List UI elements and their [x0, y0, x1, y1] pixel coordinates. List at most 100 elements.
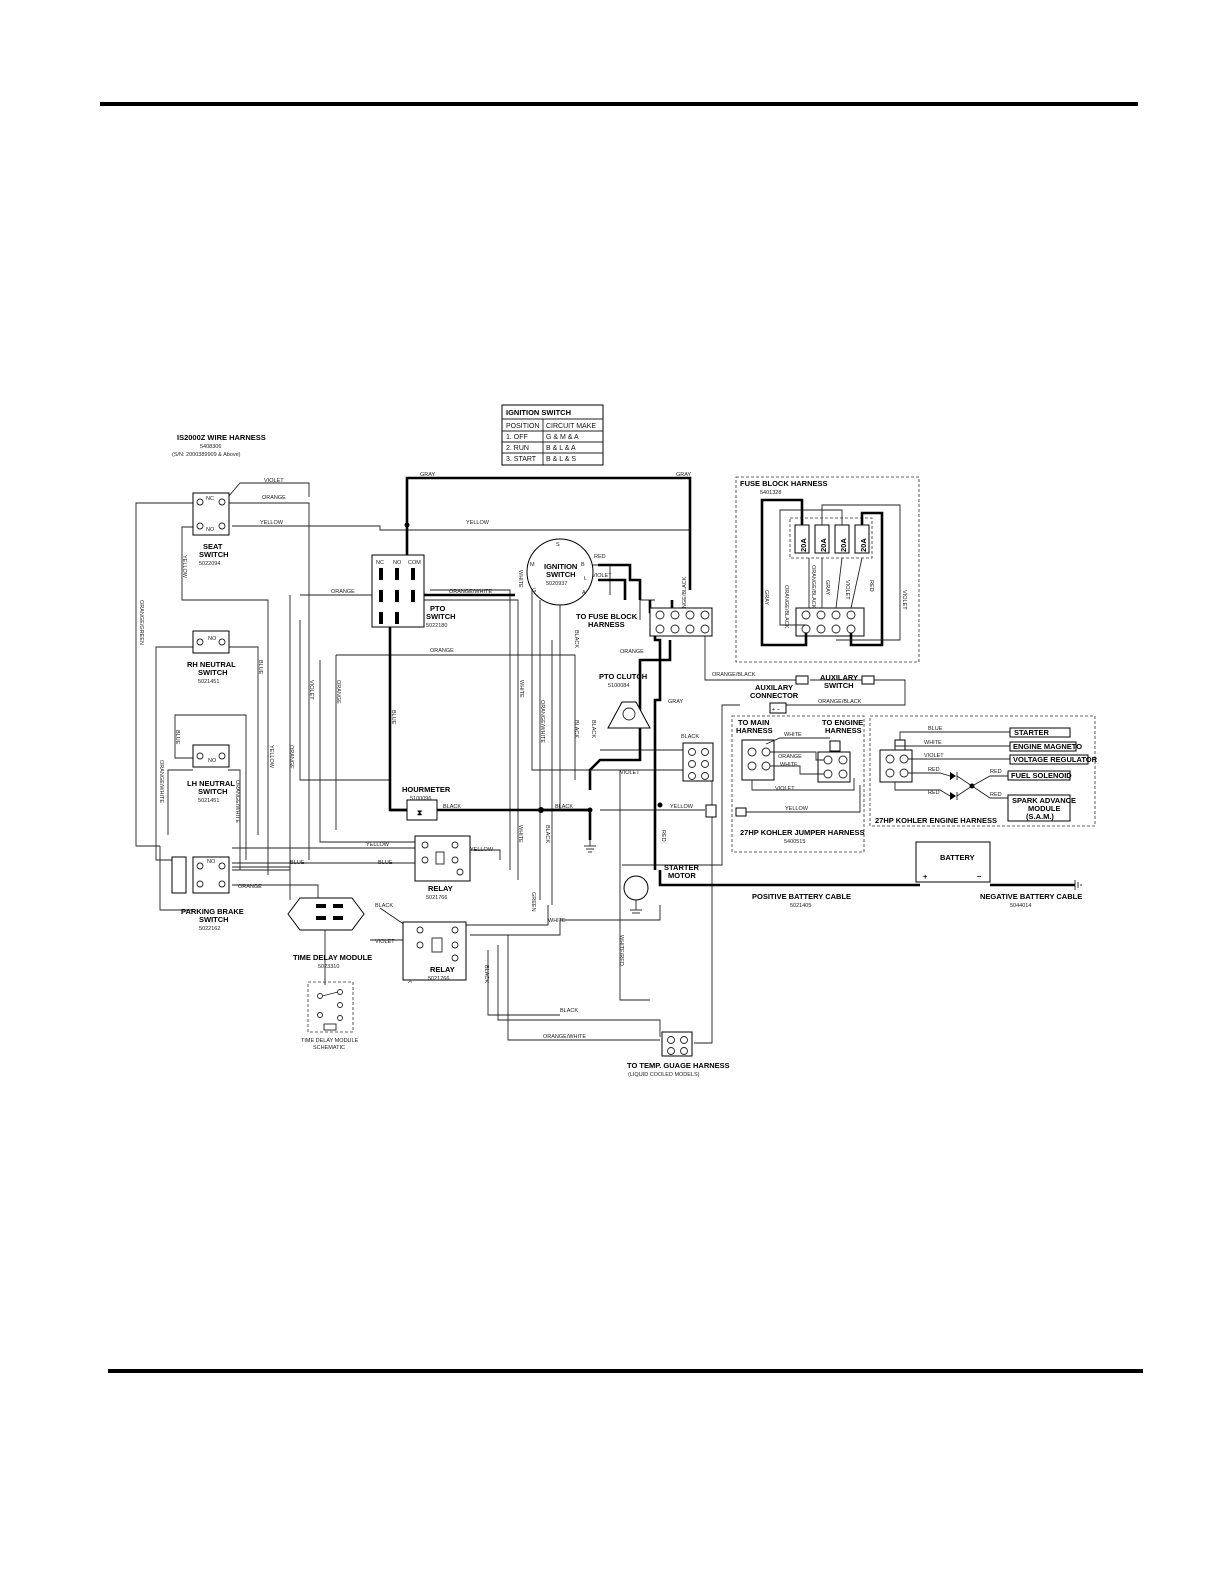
diagram-label: 5401328	[760, 490, 781, 496]
wire-label: VIOLET	[620, 770, 640, 776]
diagram-label: ENGINE MAGNETO	[1013, 742, 1082, 751]
wire-label: BLACK	[483, 965, 489, 983]
wire-label: ORANGE/BLACK	[682, 576, 688, 620]
wire-label: YELLOW	[466, 520, 490, 526]
relay-2: RELAY 5021766	[402, 921, 467, 982]
wire-label: BLACK	[443, 804, 461, 810]
wire-label: ORANGE	[288, 745, 294, 769]
wire-label: ORANGE/WHITE	[158, 760, 164, 803]
wire-label: WHITE	[517, 570, 523, 588]
table-cell: B & L & S	[546, 456, 576, 463]
svg-text:L: L	[584, 576, 587, 582]
kohler-jumper-harness: TO MAIN HARNESS TO ENGINE HARNESS WHITE …	[731, 715, 864, 853]
diagram-label: 5100084	[608, 683, 629, 689]
diagram-label: GRAY	[824, 580, 830, 596]
ground-icon	[584, 840, 596, 853]
wire-label: GRAY	[668, 699, 684, 705]
diagram-label: FUSE BLOCK HARNESS	[740, 479, 828, 488]
svg-text:⧗: ⧗	[417, 808, 423, 817]
diagram-label: 5021451	[198, 679, 219, 685]
diagram-label: 5021405	[790, 903, 811, 909]
harness-title: IS2000Z WIRE HARNESS	[177, 433, 266, 442]
wire-label: VIOLET	[308, 680, 314, 700]
diagram-label: +	[923, 872, 928, 881]
wire-label: ORANGE	[430, 648, 454, 654]
starter-motor: STARTER MOTOR	[623, 863, 699, 914]
diagram-label: TIME DELAY MODULE	[293, 953, 372, 962]
top-rule	[100, 102, 1138, 106]
diagram-label: HARNESS	[736, 726, 773, 735]
wire-label: ORANGE/WHITE	[234, 780, 240, 823]
diagram-label: 5021451	[198, 798, 219, 804]
wire-label: WHITE/RED	[618, 935, 624, 966]
diagram-label: (S.A.M.)	[1026, 812, 1054, 821]
wire-label: VIOLET	[375, 939, 395, 945]
wire-label: ORANGE/BLACK	[712, 672, 756, 678]
wire-label: ORANGE/GREEN	[138, 600, 144, 645]
lh-neutral-switch: NO LH NEUTRAL SWITCH 5021451	[187, 744, 235, 804]
wire-label: BLUE	[390, 710, 396, 725]
svg-text:NO: NO	[208, 758, 217, 764]
diagram-label: RED	[868, 580, 874, 592]
wire-label: GRAY	[420, 472, 436, 478]
wire-label: BLUE	[378, 860, 393, 866]
table-cell: 2. RUN	[506, 445, 529, 452]
diagram-label: −	[977, 872, 982, 881]
wire-label: VIOLET	[592, 573, 612, 579]
diagram-label: YELLOW	[785, 806, 809, 812]
diagram-label: RED	[928, 790, 940, 796]
wire-label: BLUE	[257, 660, 263, 675]
diagram-label: 5022180	[426, 623, 447, 629]
wire-label: ORANGE	[620, 649, 644, 655]
wire-label: WHITE	[548, 918, 566, 924]
fuse-block-harness: FUSE BLOCK HARNESS 5401328 20A 20A 20A 2…	[735, 476, 920, 663]
wire-label: GREEN	[530, 892, 536, 912]
diagram-label: HARNESS	[588, 620, 625, 629]
diagram-label: SWITCH	[198, 787, 228, 796]
diagram-label: SPARK ADVANCE	[1012, 796, 1076, 805]
diagram-label: VIOLET	[844, 580, 850, 600]
svg-text:COM: COM	[408, 560, 421, 566]
wire-label: ORANGE	[331, 589, 355, 595]
table-header: CIRCUIT MAKE	[546, 423, 596, 430]
six-pin-connector	[682, 742, 717, 818]
diagram-label: VOLTAGE REGULATOR	[1013, 755, 1098, 764]
diagram-label: 5022094	[199, 561, 220, 567]
diagram-label: 5022162	[199, 926, 220, 932]
diagram-label: TO TEMP. GUAGE HARNESS	[627, 1061, 730, 1070]
diagram-label: RED	[928, 767, 940, 773]
diagram-label: SCHEMATIC	[313, 1045, 345, 1051]
diagram-label: AUXILARY	[820, 673, 858, 682]
svg-text:NC: NC	[206, 496, 214, 502]
diagram-label: PARKING BRAKE	[181, 907, 244, 916]
harness-part: 5408306	[200, 444, 221, 450]
diagram-label: TIME DELAY MODULE	[301, 1038, 359, 1044]
wire-label: WHITE	[517, 825, 523, 843]
bottom-rule	[108, 1369, 1143, 1373]
diagram-label: LH NEUTRAL	[187, 779, 235, 788]
diagram-label: 27HP KOHLER JUMPER HARNESS	[740, 828, 864, 837]
diagram-label: RED	[990, 769, 1002, 775]
wire-label: ORANGE/WHITE	[539, 700, 545, 743]
wire-labels: VIOLET ORANGE YELLOW YELLOW GRAY GRAY OR…	[138, 472, 862, 1040]
harness-serial: (S/N: 2000389909 & Above)	[172, 452, 241, 458]
diagram-label: STARTER	[1014, 728, 1049, 737]
diagram-label: SWITCH	[199, 915, 229, 924]
diagram-label: TO ENGINE	[822, 718, 863, 727]
time-delay-schematic: TIME DELAY MODULE SCHEMATIC	[301, 981, 359, 1051]
diagram-label: SWITCH	[426, 612, 456, 621]
svg-text:NO: NO	[207, 859, 216, 865]
diagram-label: RELAY	[428, 884, 453, 893]
wire-label: YELLOW	[366, 842, 390, 848]
wire-label: YELLOW	[181, 555, 187, 579]
diagram-label: IGNITION	[544, 562, 577, 571]
diagram-label: 5021766	[428, 976, 449, 982]
wire-label: YELLOW	[670, 804, 694, 810]
diagram-label: MODULE	[1028, 804, 1061, 813]
wire-label: BLACK	[375, 903, 393, 909]
thin-wires	[135, 482, 906, 1044]
auxiliary-connector: + − AUXILARY CONNECTOR	[750, 675, 809, 714]
wire-label: WHITE	[518, 680, 524, 698]
